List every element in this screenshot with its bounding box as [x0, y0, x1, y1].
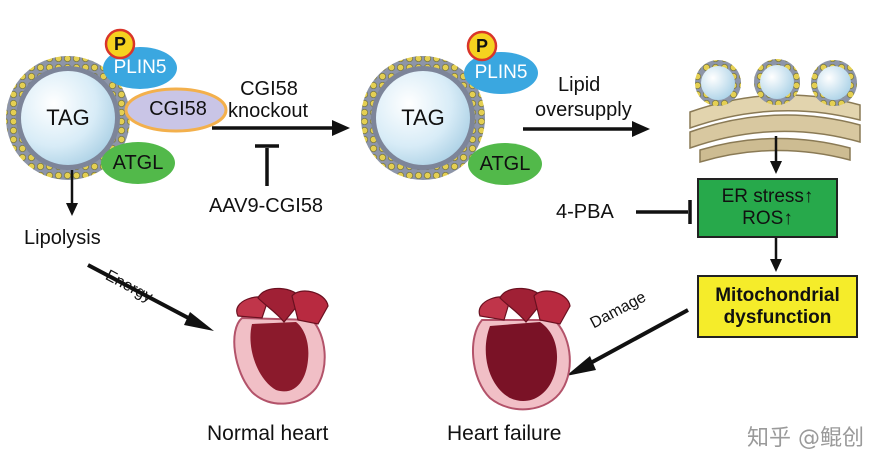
left-tag-label: TAG — [46, 105, 90, 130]
tag-core — [21, 71, 115, 165]
inhibitor-label: 4-PBA — [556, 201, 614, 223]
mito-dysfunction-box: Mitochondrial dysfunction — [697, 275, 858, 338]
ros-line: ROS↑ — [742, 208, 793, 229]
mito-line1: Mitochondrial — [715, 284, 840, 306]
middle-phospho-label: P — [475, 36, 488, 56]
inhibition-aav9 — [255, 144, 279, 186]
watermark: 知乎 @鲲创 — [747, 426, 864, 451]
middle-atgl-label: ATGL — [479, 153, 531, 175]
arrow-knockout — [212, 120, 350, 136]
failing-heart — [472, 287, 571, 411]
left-atgl-label: ATGL — [112, 152, 164, 174]
lipid-label-line1: Lipid — [558, 74, 601, 96]
heart-failure-label: Heart failure — [447, 422, 562, 445]
arrow-energy — [87, 263, 214, 331]
er-stress-box: ER stress↑ ROS↑ — [697, 178, 838, 238]
arrow-er-to-stress — [770, 136, 782, 174]
arrow-damage — [566, 308, 689, 376]
middle-tag-label: TAG — [401, 105, 445, 130]
lipid-label-line2: oversupply — [535, 99, 632, 121]
phospho-badge — [104, 28, 136, 60]
plin5-protein — [464, 52, 538, 94]
middle-lipid-droplet — [361, 56, 485, 180]
lipolysis-label: Lipolysis — [24, 227, 101, 249]
left-plin5-label: PLIN5 — [113, 57, 167, 78]
small-lipid-droplets — [695, 59, 857, 106]
mito-line2: dysfunction — [723, 306, 832, 328]
tag-core — [376, 71, 470, 165]
knockout-label-line1: CGI58 — [240, 78, 298, 100]
atgl-protein — [101, 142, 175, 184]
middle-plin5-label: PLIN5 — [474, 62, 528, 83]
arrow-stress-to-mito — [770, 236, 782, 272]
normal-heart-label: Normal heart — [207, 422, 329, 445]
left-lipid-droplet — [6, 56, 130, 180]
knockout-label-line2: knockout — [227, 100, 309, 122]
rescue-label: AAV9-CGI58 — [208, 195, 324, 217]
arrow-lipid-oversupply — [523, 121, 650, 137]
cgi58-protein — [124, 87, 228, 133]
arrow-lipolysis — [66, 170, 78, 216]
phospho-badge — [466, 30, 498, 62]
er-stress-line: ER stress↑ — [721, 186, 814, 208]
normal-heart — [233, 287, 329, 405]
left-phospho-label: P — [113, 34, 126, 54]
inhibition-4pba — [636, 200, 692, 224]
atgl-protein — [468, 143, 542, 185]
left-cgi58-label: CGI58 — [149, 98, 207, 120]
